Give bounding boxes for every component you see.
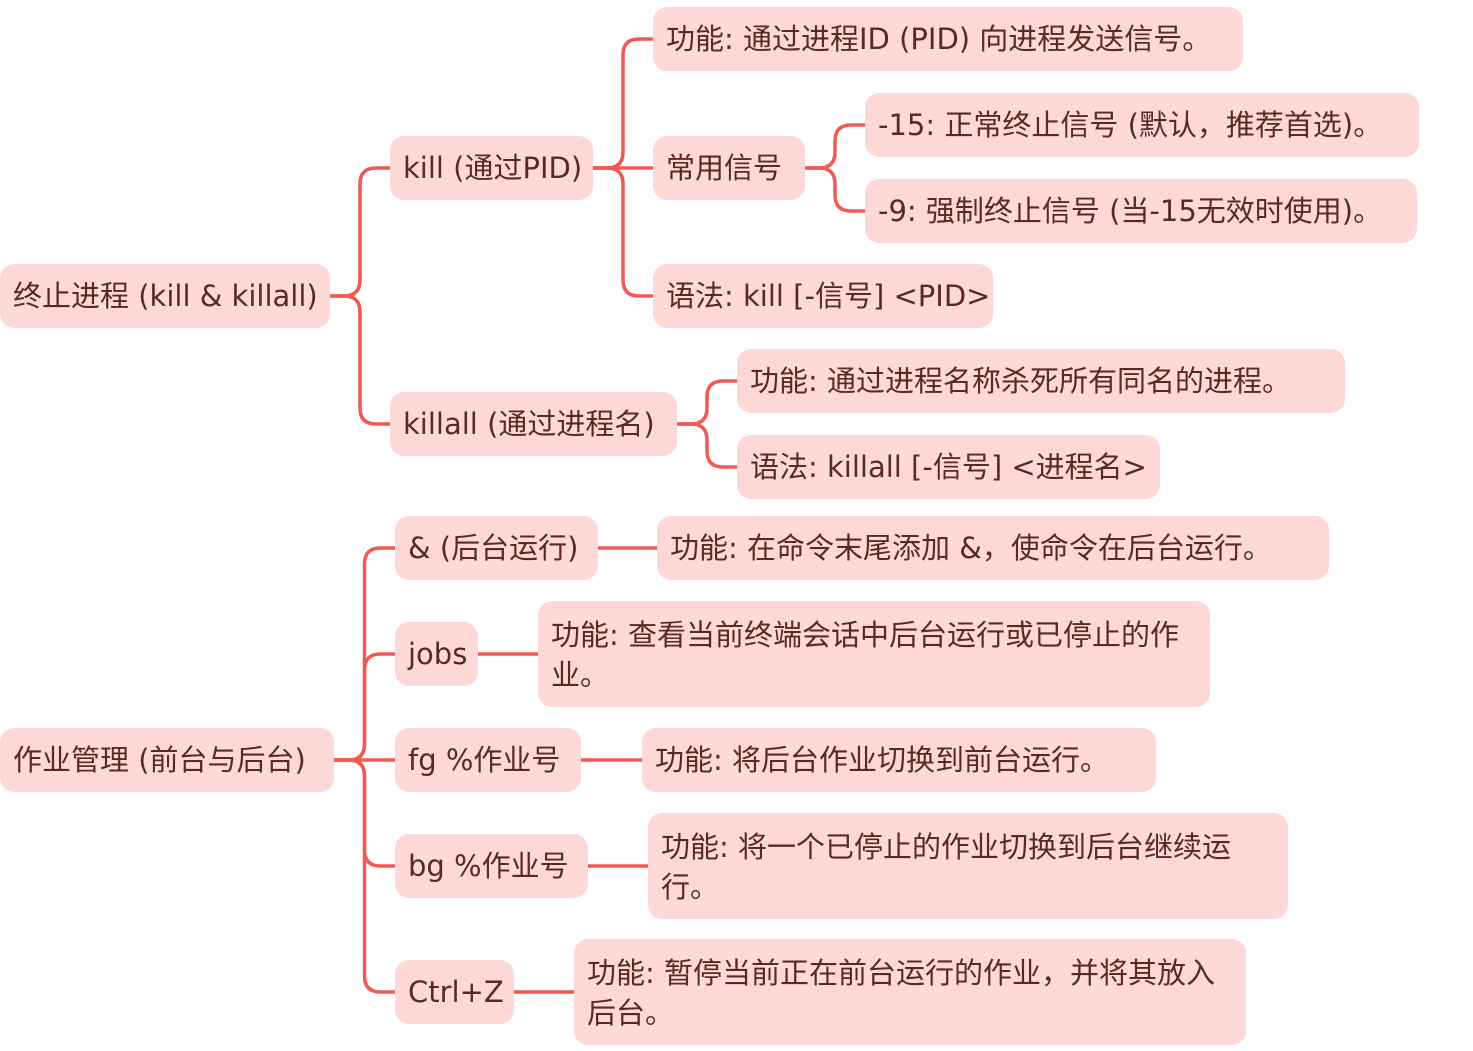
- node-ctrl-z[interactable]: Ctrl+Z: [395, 960, 514, 1024]
- connector-n-b0-c0-to-n-b0-c0-c0: [591, 37, 655, 170]
- node-fg[interactable]: fg %作业号: [395, 728, 581, 792]
- connector-n-b1-to-n-b1-c4: [332, 758, 397, 994]
- node-ampersand-function[interactable]: 功能: 在命令末尾添加 &，使命令在后台运行。: [657, 516, 1329, 580]
- node-bg-function[interactable]: 功能: 将一个已停止的作业切换到后台继续运行。: [648, 813, 1288, 919]
- node-killall-function[interactable]: 功能: 通过进程名称杀死所有同名的进程。: [737, 349, 1345, 413]
- connector-n-b0-c1-to-n-b0-c1-c0: [675, 379, 739, 426]
- connector-n-b1-to-n-b1-c1: [332, 652, 397, 762]
- connector-n-b0-c0-c1-to-n-b0-c0-c1-c0: [803, 123, 867, 170]
- branch-job-management[interactable]: 作业管理 (前台与后台): [0, 728, 334, 792]
- node-kill-syntax[interactable]: 语法: kill [-信号] <PID>: [653, 264, 993, 328]
- connector-n-b0-c0-to-n-b0-c0-c2: [591, 166, 655, 298]
- node-background-ampersand[interactable]: & (后台运行): [395, 516, 598, 580]
- node-jobs[interactable]: jobs: [395, 622, 478, 686]
- node-killall-syntax[interactable]: 语法: killall [-信号] <进程名>: [737, 435, 1160, 499]
- node-bg[interactable]: bg %作业号: [395, 834, 588, 898]
- node-killall-by-name[interactable]: killall (通过进程名): [390, 392, 677, 456]
- connector-n-b0-to-n-b0-c0: [328, 166, 392, 298]
- node-kill-by-pid[interactable]: kill (通过PID): [390, 136, 593, 200]
- node-jobs-function[interactable]: 功能: 查看当前终端会话中后台运行或已停止的作业。: [538, 601, 1210, 707]
- node-fg-function[interactable]: 功能: 将后台作业切换到前台运行。: [642, 728, 1156, 792]
- connector-n-b0-to-n-b0-c1: [328, 294, 392, 426]
- node-signal-9[interactable]: -9: 强制终止信号 (当-15无效时使用)。: [865, 179, 1417, 243]
- branch-kill-processes[interactable]: 终止进程 (kill & killall): [0, 264, 330, 328]
- node-kill-function[interactable]: 功能: 通过进程ID (PID) 向进程发送信号。: [653, 7, 1243, 71]
- connector-n-b0-c1-to-n-b0-c1-c1: [675, 422, 739, 469]
- node-common-signals[interactable]: 常用信号: [653, 136, 805, 200]
- connector-n-b0-c0-c1-to-n-b0-c0-c1-c1: [803, 166, 867, 213]
- node-signal-15[interactable]: -15: 正常终止信号 (默认，推荐首选)。: [865, 93, 1419, 157]
- node-ctrl-z-function[interactable]: 功能: 暂停当前正在前台运行的作业，并将其放入后台。: [574, 939, 1246, 1045]
